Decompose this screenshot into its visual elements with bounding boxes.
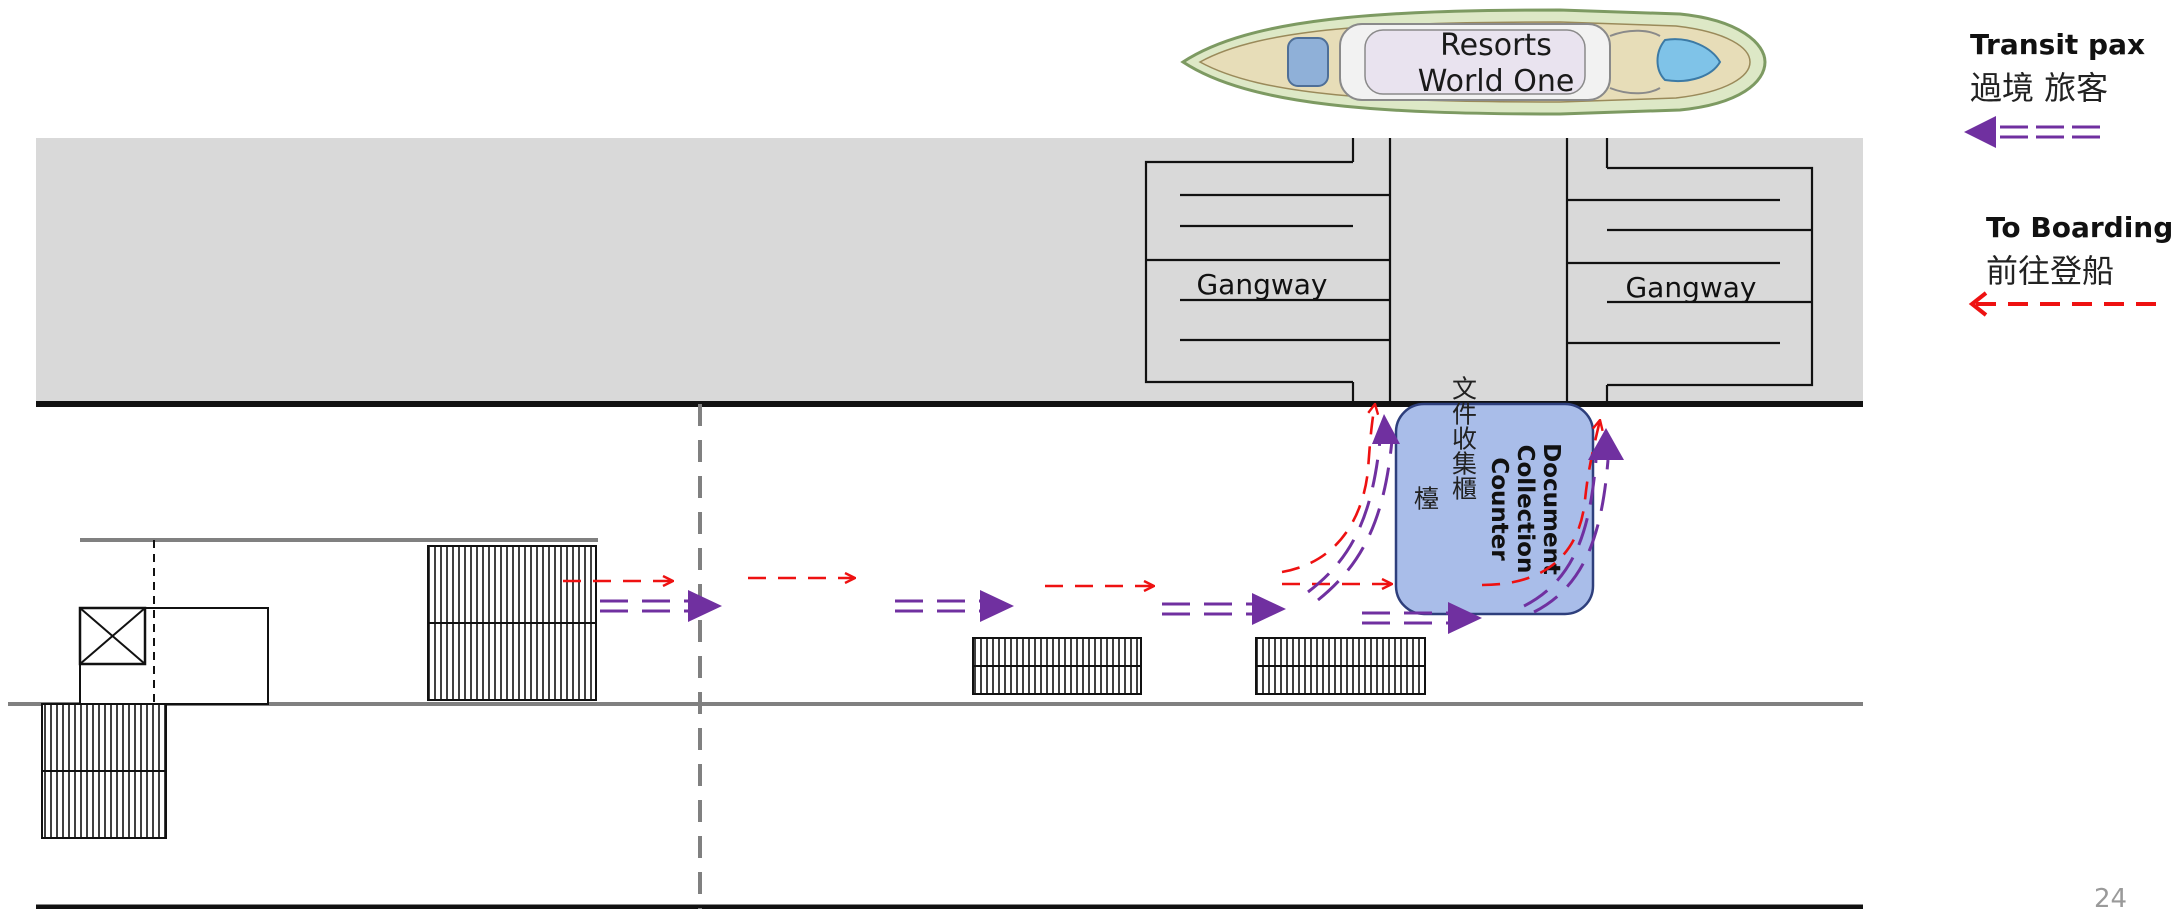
gangway-right-label: Gangway (1625, 271, 1756, 304)
gate-icon (41, 703, 167, 839)
ship-name-line1: Resorts (1440, 28, 1552, 63)
gangway-left-label: Gangway (1196, 268, 1327, 301)
counter-label-line1: Document (1538, 443, 1564, 575)
legend-transit-zh: 過境 旅客 (1970, 69, 2108, 107)
gate-right (1255, 637, 1426, 695)
counter-label-zh-2: 檯 (1411, 486, 1440, 511)
legend-boarding-en: To Boarding (1986, 211, 2173, 244)
counter-label-line2: Collection (1512, 445, 1538, 574)
legend: Transit pax 過境 旅客 To Boarding 前往登船 (1964, 28, 2173, 317)
transit-route (600, 414, 1624, 634)
boarding-route (563, 404, 1600, 586)
kiosk-structure (78, 540, 269, 705)
cruise-ship-icon: Resorts World One (1180, 8, 1767, 116)
legend-transit-en: Transit pax (1970, 28, 2145, 61)
gangway-right: Gangway (1565, 138, 1814, 403)
ship-name-line2: World One (1418, 64, 1575, 99)
gangway-left: Gangway (1144, 138, 1392, 403)
document-collection-counter: Document Collection Counter 文件收集櫃 檯 (1394, 376, 1595, 616)
legend-boarding-zh: 前往登船 (1986, 252, 2114, 290)
legend-boarding-symbol (1968, 291, 2158, 317)
gate-left (427, 545, 597, 701)
gate-middle (972, 637, 1142, 695)
page-number: 24 (2094, 884, 2127, 909)
counter-label-zh: 文件收集櫃 (1449, 376, 1478, 501)
counter-label-line3: Counter (1486, 457, 1512, 561)
legend-transit-symbol (1964, 116, 2100, 148)
quay-apron (36, 138, 1863, 403)
